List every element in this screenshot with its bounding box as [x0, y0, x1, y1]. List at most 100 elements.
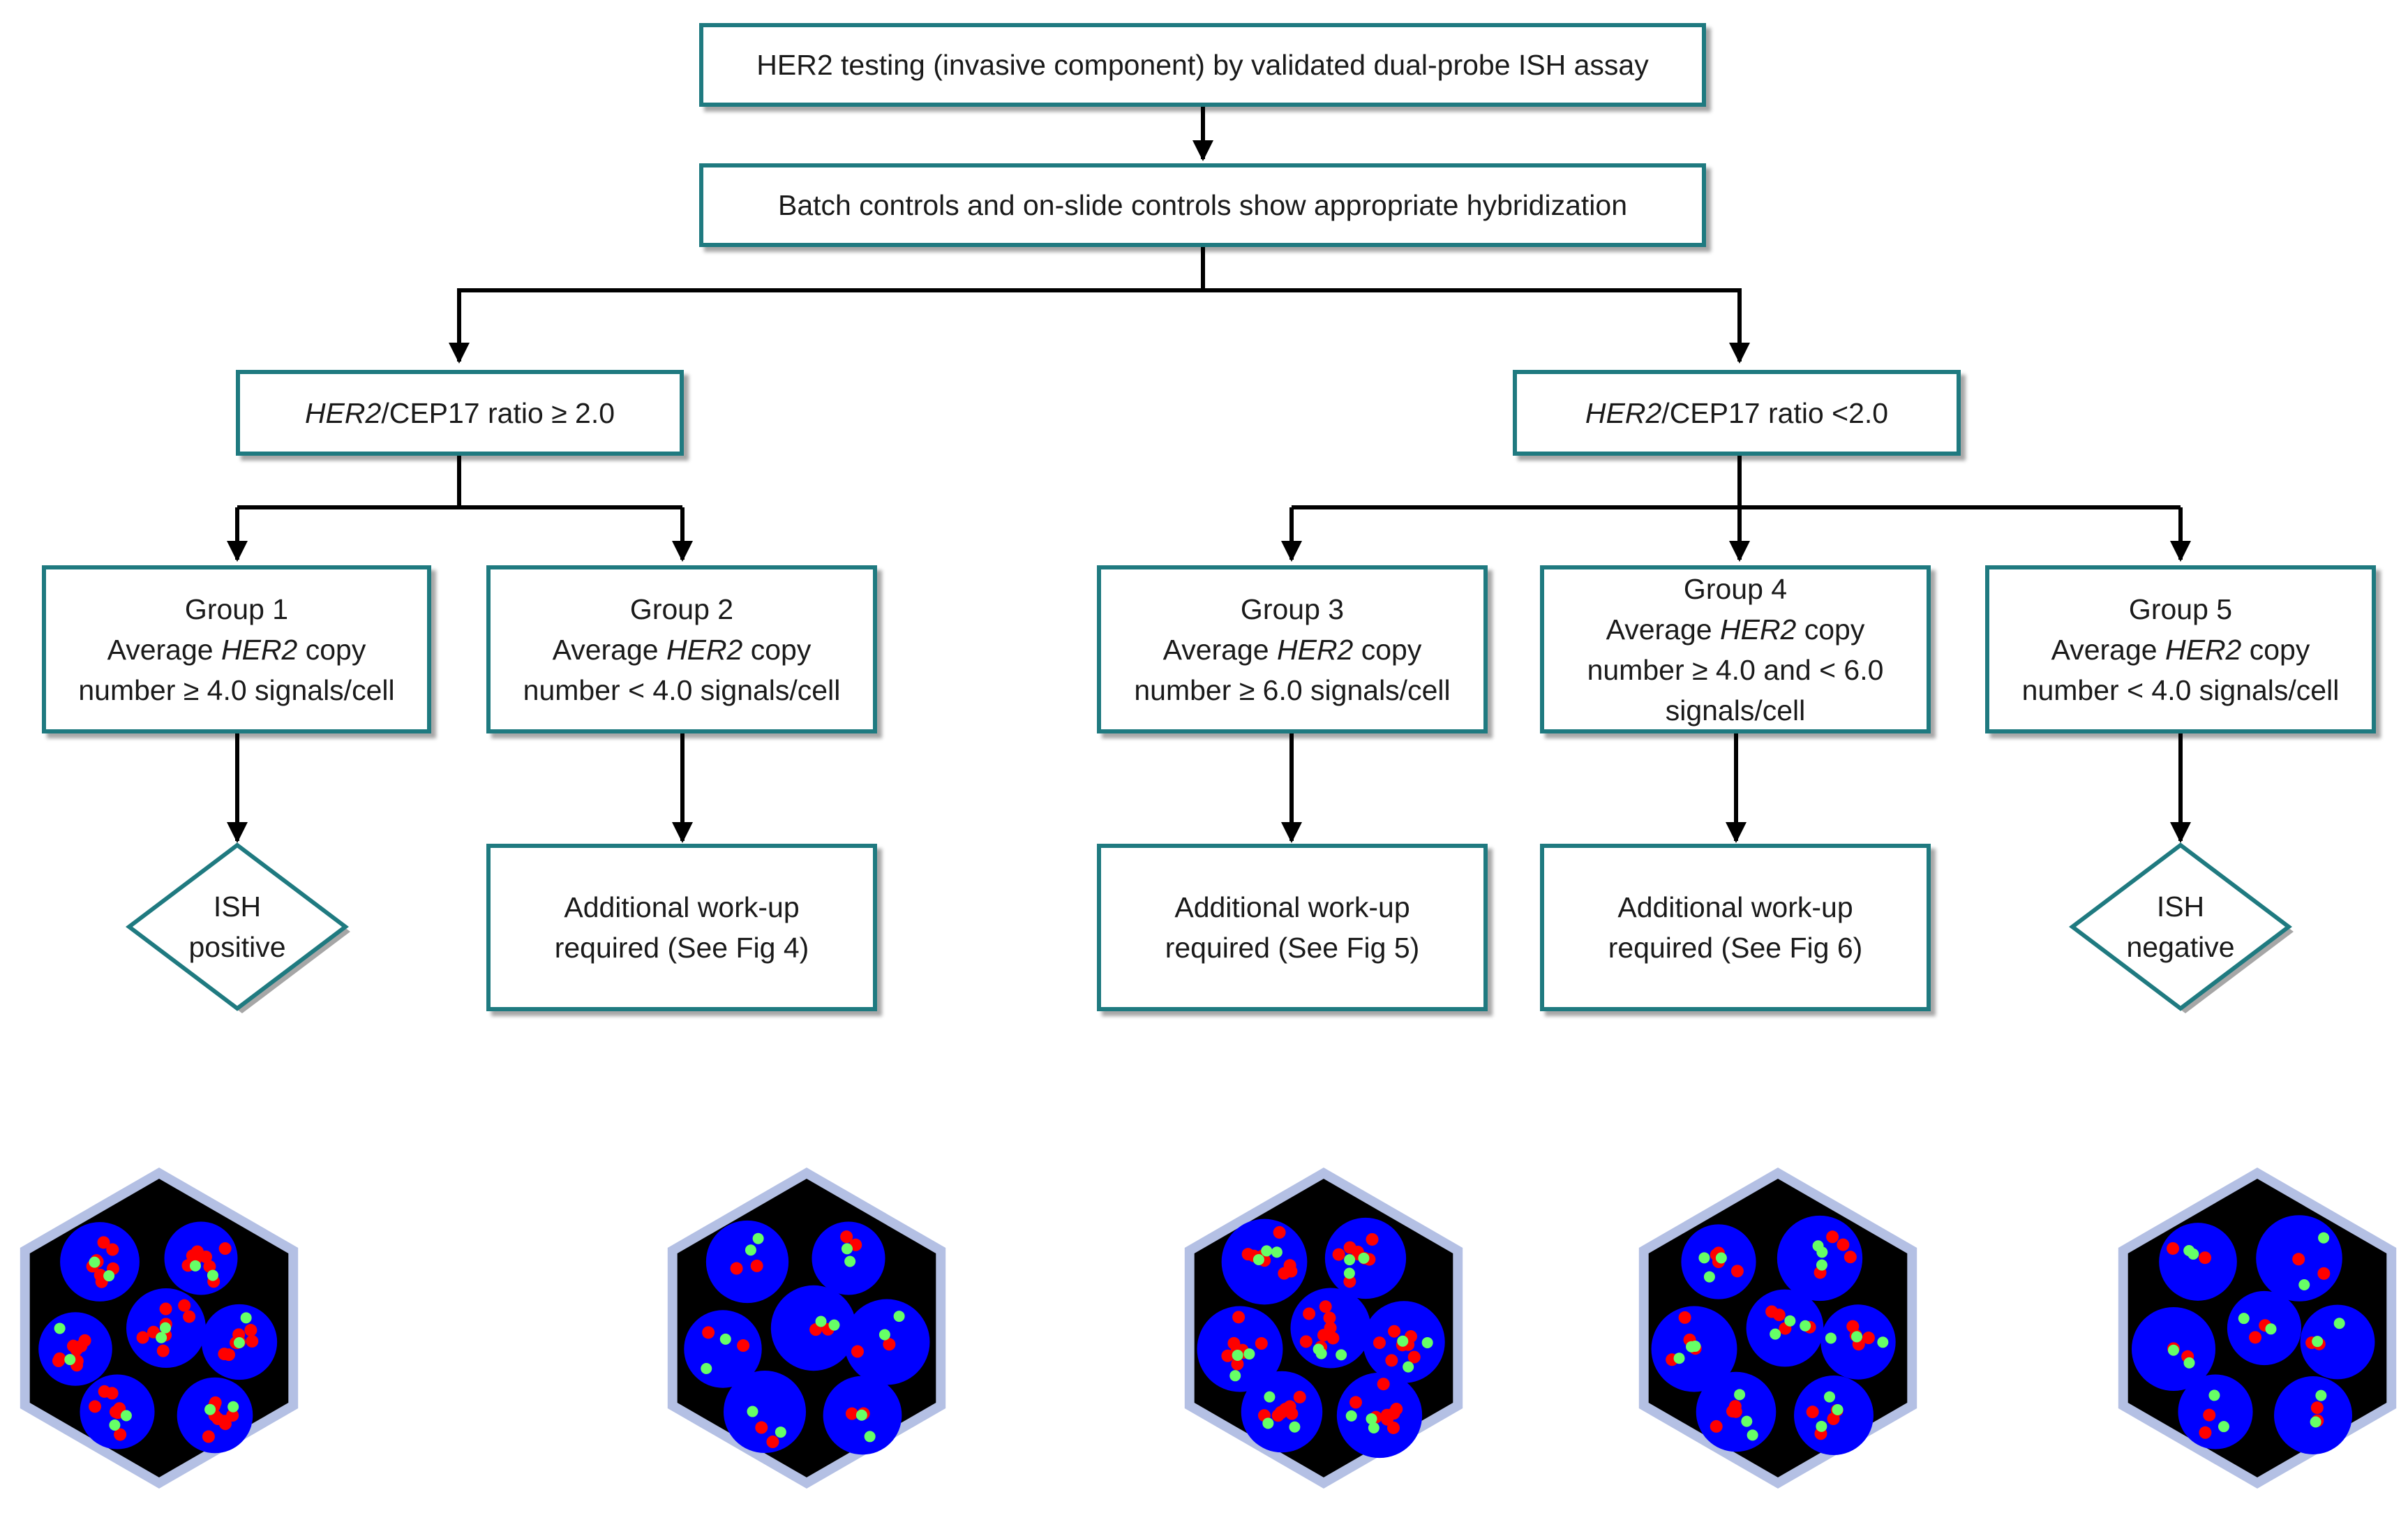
workup-line-1: Additional work-up [1174, 891, 1410, 923]
her2-signal [845, 1407, 858, 1420]
cep17-signal [1261, 1245, 1273, 1257]
group-line-3: number < 4.0 signals/cell [2021, 673, 2340, 706]
group-line-3: number ≥ 6.0 signals/cell [1134, 673, 1451, 706]
workup-fig5-box: Additional work-up required (See Fig 5) [1097, 844, 1488, 1011]
cep17-signal [1686, 1341, 1698, 1352]
cep17-signal [1397, 1335, 1409, 1347]
cep17-signal [1289, 1421, 1301, 1433]
cep17-signal [701, 1362, 712, 1374]
cep17-signal [1243, 1348, 1255, 1360]
her2-signal [98, 1385, 111, 1398]
her2-signal [1293, 1390, 1306, 1403]
outcome-line-2: negative [2126, 931, 2235, 963]
controls-label: Batch controls and on-slide controls sho… [777, 189, 1627, 221]
cep17-signal [1816, 1420, 1827, 1432]
cep17-signal [1264, 1391, 1276, 1403]
workup-line-2: required (See Fig 6) [1608, 932, 1863, 964]
group-title: Group 1 [184, 592, 289, 625]
group-line-2: Average HER2 copy [1162, 633, 1422, 666]
her2-signal [2249, 1331, 2262, 1344]
her2-signal [840, 1230, 853, 1244]
her2-signal [750, 1259, 763, 1272]
cep17-signal [844, 1255, 856, 1267]
group-line-2: Average HER2 copy [1606, 613, 1865, 646]
testing-label: HER2 testing (invasive component) by val… [756, 49, 1649, 81]
cep17-signal [1673, 1352, 1685, 1364]
group-2-box: Group 2 Average HER2 copy number < 4.0 s… [486, 565, 877, 733]
outcome-line-1: ISH [2156, 890, 2205, 923]
ratio-high-gene: HER2 [304, 396, 382, 429]
her2-signal [1273, 1225, 1286, 1239]
cep17-signal [89, 1256, 100, 1268]
arrow-to-ratio-low [1203, 288, 1750, 364]
cep17-signal [2208, 1389, 2220, 1401]
cep17-signal [1832, 1403, 1844, 1415]
cep17-signal [2315, 1389, 2327, 1401]
workup-line-1: Additional work-up [1617, 891, 1853, 923]
her2-signal [218, 1417, 232, 1431]
group-line-3: number < 4.0 signals/cell [523, 673, 841, 706]
her2-signal [183, 1310, 196, 1323]
cep17-signal [2218, 1421, 2229, 1433]
nucleus [2178, 1374, 2253, 1449]
arrow-to-ratio-high [449, 247, 1205, 364]
cep17-signal [1747, 1429, 1758, 1441]
her2-signal [203, 1260, 216, 1273]
her2-signal [1274, 1406, 1287, 1419]
group-line-2: Average HER2 copy [107, 633, 366, 666]
her2-signal [53, 1352, 66, 1365]
outcome-line-2: positive [188, 931, 286, 963]
her2-signal [730, 1262, 743, 1275]
cep17-signal [1734, 1389, 1746, 1401]
ratio-high-label: HER2/CEP17 ratio ≥ 2.0 [305, 393, 615, 433]
cep17-signal [204, 1403, 216, 1415]
her2-signal [78, 1334, 91, 1347]
cep17-signal [1344, 1254, 1356, 1266]
cep17-signal [828, 1319, 840, 1331]
cep17-signal [233, 1336, 245, 1348]
her2-signal [2310, 1401, 2324, 1415]
cep17-signal [240, 1312, 252, 1324]
workup-fig4-box: Additional work-up required (See Fig 4) [486, 844, 877, 1011]
her2-signal [1255, 1337, 1268, 1350]
cep17-signal [2265, 1323, 2277, 1335]
cep17-signal [719, 1333, 731, 1345]
her2-signal [202, 1430, 215, 1443]
her2-signal [1283, 1259, 1296, 1272]
cep17-signal [2167, 1344, 2179, 1356]
cep17-signal [1345, 1410, 1357, 1422]
cep17-signal [1877, 1336, 1889, 1348]
cep17-signal [1825, 1332, 1837, 1344]
her2-signal [2203, 1408, 2216, 1422]
outcome-negative: ISH negative [2076, 886, 2285, 967]
her2-signal [2317, 1267, 2331, 1280]
her2-signal [1283, 1400, 1296, 1413]
cep17-signal [2183, 1245, 2195, 1257]
cep17-signal [893, 1311, 905, 1322]
her2-signal [106, 1243, 119, 1256]
cep17-signal [752, 1232, 764, 1244]
ratio-low-rest: /CEP17 ratio <2.0 [1661, 396, 1889, 429]
cep17-signal [1229, 1370, 1241, 1382]
her2-signal [89, 1400, 102, 1413]
cep17-signal [160, 1322, 172, 1334]
her2-signal [1826, 1230, 1839, 1244]
her2-signal [1373, 1336, 1386, 1350]
her2-signal [156, 1344, 170, 1357]
her2-signal [1388, 1325, 1401, 1338]
her2-signal [1319, 1300, 1332, 1313]
cep17-signal [64, 1354, 76, 1366]
her2-signal [114, 1428, 127, 1441]
cep17-signal [2298, 1279, 2310, 1290]
cep17-signal [1336, 1349, 1347, 1361]
cep17-signal [1358, 1252, 1370, 1264]
group-3-box: Group 3 Average HER2 copy number ≥ 6.0 s… [1097, 565, 1488, 733]
group-title: Group 3 [1240, 592, 1345, 625]
group-title: Group 2 [629, 592, 734, 625]
group-4-box: Group 4 Average HER2 copy number ≥ 4.0 a… [1540, 565, 1931, 733]
her2-signal [1343, 1241, 1356, 1254]
cep17-signal [2333, 1318, 2345, 1329]
her2-signal [109, 1406, 122, 1419]
ratio-high-box: HER2/CEP17 ratio ≥ 2.0 [236, 370, 684, 456]
cep17-signal [1252, 1253, 1264, 1265]
